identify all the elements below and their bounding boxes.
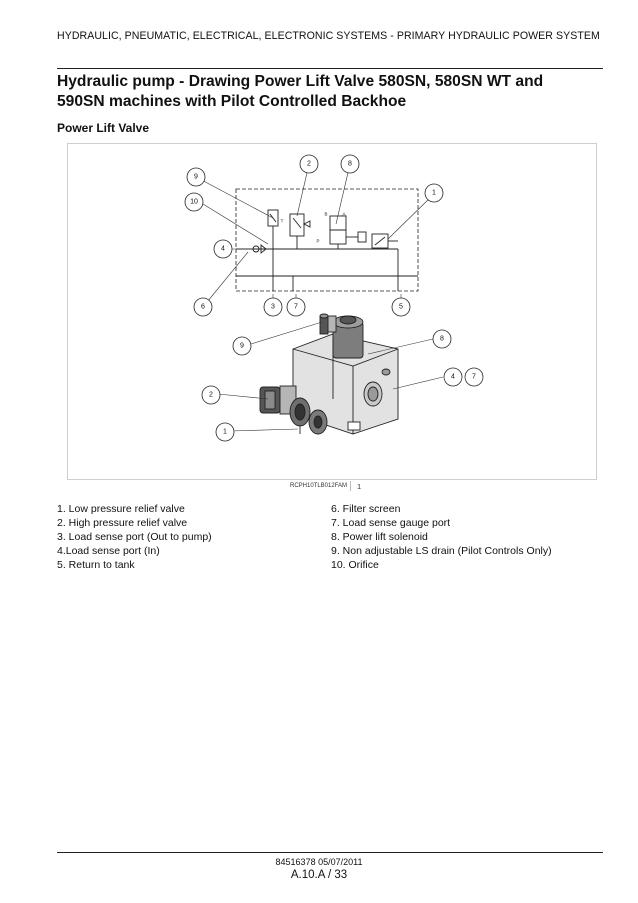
header-rule bbox=[57, 68, 603, 69]
running-head: HYDRAULIC, PNEUMATIC, ELECTRICAL, ELECTR… bbox=[57, 30, 600, 42]
legend-item: 9. Non adjustable LS drain (Pilot Contro… bbox=[331, 545, 552, 557]
svg-text:1: 1 bbox=[223, 429, 227, 436]
svg-text:6: 6 bbox=[201, 304, 205, 311]
svg-text:2: 2 bbox=[307, 161, 311, 168]
page-title-line-2: 590SN machines with Pilot Controlled Bac… bbox=[57, 93, 407, 110]
callout-7-schematic: 7 bbox=[286, 297, 306, 317]
document-id: 84516378 05/07/2011 bbox=[275, 857, 363, 867]
port-label-p: P bbox=[316, 239, 319, 244]
callout-5-schematic: 5 bbox=[391, 297, 411, 317]
svg-text:8: 8 bbox=[440, 336, 444, 343]
svg-text:10: 10 bbox=[190, 199, 198, 206]
page-reference: A.10.A / 33 bbox=[290, 869, 348, 881]
legend-item: 4.Load sense port (In) bbox=[57, 545, 160, 557]
svg-text:7: 7 bbox=[294, 304, 298, 311]
svg-text:1: 1 bbox=[432, 190, 436, 197]
callout-4-schematic: 4 bbox=[213, 239, 233, 259]
callout-9-illustration: 9 bbox=[232, 336, 252, 356]
legend-right: 6. Filter screen 7. Load sense gauge por… bbox=[331, 502, 552, 572]
legend-item: 7. Load sense gauge port bbox=[331, 517, 451, 529]
svg-text:5: 5 bbox=[399, 304, 403, 311]
figure-caption-separator bbox=[350, 481, 351, 491]
svg-text:8: 8 bbox=[348, 161, 352, 168]
legend-item: 5. Return to tank bbox=[57, 559, 135, 571]
callout-6-schematic: 6 bbox=[193, 297, 213, 317]
legend-item: 10. Orifice bbox=[331, 559, 379, 571]
footer-rule bbox=[57, 852, 603, 853]
svg-text:9: 9 bbox=[240, 343, 244, 350]
callout-4-illustration: 4 bbox=[443, 367, 463, 387]
legend-item: 1. Low pressure relief valve bbox=[57, 503, 185, 515]
callout-8-illustration: 8 bbox=[432, 329, 452, 349]
callout-2-illustration: 2 bbox=[201, 385, 221, 405]
svg-text:9: 9 bbox=[194, 174, 198, 181]
figure-caption: RCPH10TLB012FAM bbox=[290, 483, 348, 489]
callout-7-illustration: 7 bbox=[464, 367, 484, 387]
valve-drawing bbox=[195, 163, 444, 435]
page-title: Hydraulic pump - Drawing Power Lift Valv… bbox=[57, 72, 603, 112]
callout-leaders bbox=[195, 163, 444, 432]
section-subtitle: Power Lift Valve bbox=[57, 121, 150, 135]
legend-item: 8. Power lift solenoid bbox=[331, 531, 428, 543]
legend-item: 2. High pressure relief valve bbox=[57, 517, 188, 529]
svg-text:2: 2 bbox=[209, 392, 213, 399]
callout-1-schematic: 1 bbox=[424, 183, 444, 203]
callout-markers: 9 10 2 8 1 4 6 3 7 5 9 8 4 7 2 1 T P A B bbox=[184, 154, 484, 442]
callout-8-schematic: 8 bbox=[340, 154, 360, 174]
legend-left: 1. Low pressure relief valve 2. High pre… bbox=[57, 502, 212, 572]
figure-number: 1 bbox=[357, 482, 362, 491]
page-title-line-1: Hydraulic pump - Drawing Power Lift Valv… bbox=[57, 73, 544, 90]
svg-text:4: 4 bbox=[451, 374, 455, 381]
svg-text:4: 4 bbox=[221, 246, 225, 253]
hydraulic-schematic bbox=[235, 188, 419, 292]
figure-frame: 9 10 2 8 1 4 6 3 7 5 9 8 4 7 2 1 T P A B bbox=[67, 143, 597, 480]
port-label-t: T bbox=[281, 219, 284, 224]
callout-2-schematic: 2 bbox=[299, 154, 319, 174]
port-label-a: A bbox=[342, 212, 345, 217]
svg-text:3: 3 bbox=[271, 304, 275, 311]
callout-1-illustration: 1 bbox=[215, 422, 235, 442]
callout-10-schematic: 10 bbox=[184, 192, 204, 212]
legend-item: 3. Load sense port (Out to pump) bbox=[57, 531, 212, 543]
callout-3-schematic: 3 bbox=[263, 297, 283, 317]
legend-item: 6. Filter screen bbox=[331, 503, 401, 515]
callout-9-schematic: 9 bbox=[186, 167, 206, 187]
port-label-b: B bbox=[324, 212, 327, 217]
svg-text:7: 7 bbox=[472, 374, 476, 381]
valve-illustration bbox=[259, 313, 399, 435]
